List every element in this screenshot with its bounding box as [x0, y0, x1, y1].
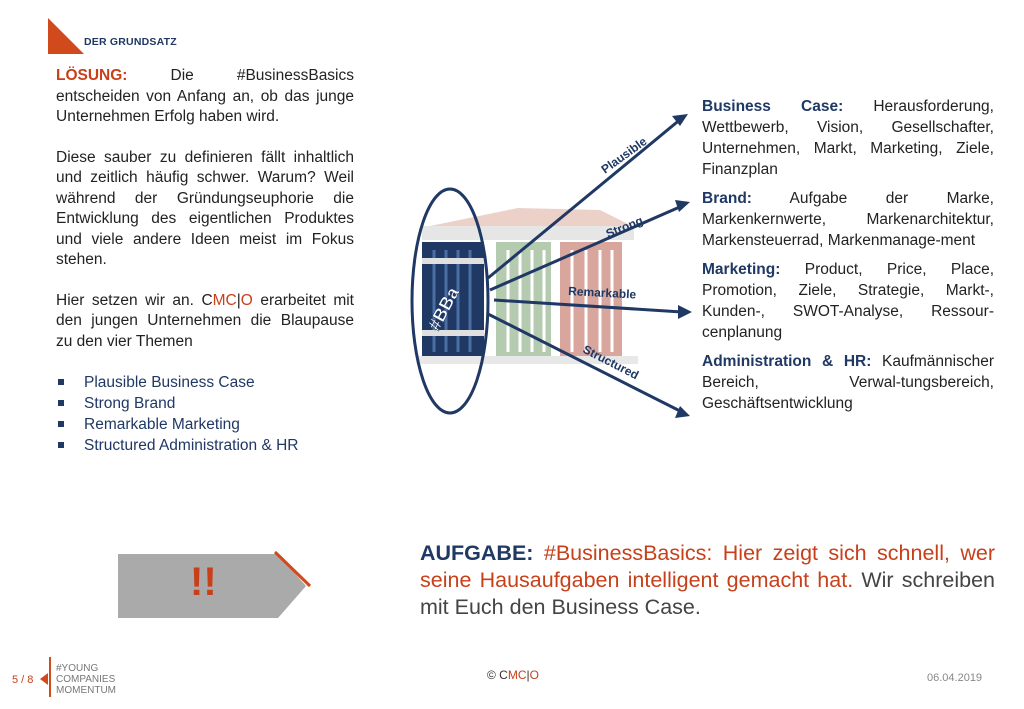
list-item: Strong Brand [56, 393, 354, 414]
business-case-label: Business Case: [702, 98, 844, 115]
callout-arrow-box [118, 550, 312, 618]
brand-line: MOMENTUM [56, 685, 116, 696]
temple-base [418, 356, 638, 364]
solution-paragraph: LÖSUNG: Die #BusinessBasics entscheiden … [56, 66, 354, 128]
left-text-column: LÖSUNG: Die #BusinessBasics entscheiden … [56, 66, 354, 456]
brand-text: Aufgabe der Marke, Markenkernwerte, Mark… [702, 190, 994, 249]
brand-block: #YOUNG COMPANIES MOMENTUM [56, 663, 116, 696]
copyright-bar: | [526, 668, 530, 682]
approach-suffix: erarbeitet mit den jungen Unternehmen di… [56, 291, 354, 350]
footer-divider [49, 657, 51, 697]
temple-roof [420, 208, 632, 228]
approach-brand-o: O [240, 291, 253, 309]
task-rest: Wir schreiben mit Euch den Business Case… [420, 568, 995, 619]
solution-label: LÖSUNG: [56, 67, 128, 84]
approach-paragraph: Hier setzen wir an. CMC|O erarbeitet mit… [56, 291, 354, 353]
approach-prefix: Hier setzen wir an. C [56, 291, 213, 309]
task-highlight: #BusinessBasics: Hier zeigt sich schnell… [420, 541, 995, 592]
approach-brand-mc: MC [212, 291, 237, 309]
focus-ellipse [410, 187, 490, 415]
marketing-item: Marketing: Product, Price, Place, Promot… [702, 259, 994, 343]
arrow-label-plausible: Plausible [599, 134, 650, 176]
marketing-label: Marketing: [702, 261, 781, 278]
brand-label: Brand: [702, 190, 752, 207]
copyright: © CMC|O [487, 668, 539, 682]
list-item: Plausible Business Case [56, 372, 354, 393]
brand-line: #YOUNG [56, 663, 99, 674]
reason-paragraph: Diese sauber zu definieren fällt inhaltl… [56, 148, 354, 269]
task-label: AUFGABE: [420, 541, 534, 565]
page-number: 5 / 8 [12, 674, 34, 686]
administration-item: Administration & HR: Kaufmännischer Bere… [702, 351, 994, 414]
brand-line: COMPANIES [56, 674, 116, 685]
topic-list: Plausible Business Case Strong Brand Rem… [56, 372, 354, 456]
pointer-triangle-icon [40, 673, 48, 685]
brand-item: Brand: Aufgabe der Marke, Markenkernwert… [702, 188, 994, 251]
date: 06.04.2019 [927, 672, 983, 684]
approach-brand-bar: | [236, 291, 241, 309]
copyright-o: O [529, 668, 539, 682]
task-paragraph: AUFGABE: #BusinessBasics: Hier zeigt sic… [420, 540, 995, 621]
arrow-label-remarkable: Remarkable [568, 284, 637, 302]
list-item: Structured Administration & HR [56, 435, 354, 456]
administration-label: Administration & HR: [702, 353, 872, 370]
copyright-mc: MC [507, 668, 527, 682]
marketing-text: Product, Price, Place, Promotion, Ziele,… [702, 261, 994, 341]
right-text-column: Business Case: Herausforderung, Wettbewe… [702, 96, 994, 422]
corner-triangle-icon [48, 18, 84, 54]
temple-beam [422, 226, 634, 240]
administration-text: Kaufmännischer Bereich, Verwal-tungsbere… [702, 353, 995, 412]
business-case-text: Herausforderung, Wettbewerb, Vision, Ges… [702, 98, 994, 178]
callout-text: !! [190, 560, 217, 604]
business-case-item: Business Case: Herausforderung, Wettbewe… [702, 96, 994, 180]
list-item: Remarkable Marketing [56, 414, 354, 435]
business-basics-diagram: Plausible Strong Remarkable Structured #… [410, 114, 692, 418]
section-title: DER GRUNDSATZ [84, 36, 177, 48]
solution-text: Die #BusinessBasics entscheiden von Anfa… [56, 67, 355, 125]
copyright-prefix: © C [487, 668, 508, 682]
